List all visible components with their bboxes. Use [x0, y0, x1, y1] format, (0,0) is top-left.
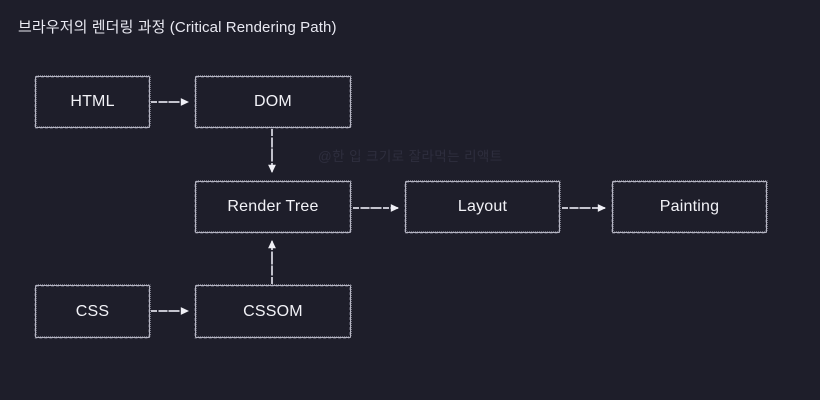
node-border — [35, 285, 150, 338]
node-border-sketch-c — [611, 182, 766, 234]
node-border — [195, 76, 351, 128]
node-dom[interactable]: DOM — [194, 75, 352, 129]
node-border-sketch-b — [36, 284, 151, 337]
node-border-sketch-c — [194, 77, 350, 129]
watermark-text: @한 입 크기로 잘라먹는 리액트 — [318, 149, 503, 164]
node-border-sketch-c — [34, 77, 149, 129]
node-css[interactable]: CSS — [34, 284, 151, 339]
node-border-sketch-b — [613, 180, 768, 232]
node-render-tree[interactable]: Render Tree — [194, 180, 352, 234]
node-html[interactable]: HTML — [34, 75, 151, 129]
node-border-sketch-b — [36, 75, 151, 127]
node-border — [405, 181, 560, 233]
node-border-sketch-b — [196, 180, 352, 232]
node-border-sketch-c — [194, 286, 350, 339]
node-border-sketch-c — [34, 286, 149, 339]
node-border-sketch-c — [404, 182, 559, 234]
page-title: 브라우저의 렌더링 과정 (Critical Rendering Path) — [18, 19, 337, 36]
node-border — [195, 285, 351, 338]
node-border-sketch-b — [196, 75, 352, 127]
node-border — [195, 181, 351, 233]
node-border-sketch-b — [406, 180, 561, 232]
node-border-sketch-c — [194, 182, 350, 234]
node-border-sketch-b — [196, 284, 352, 337]
node-border — [612, 181, 767, 233]
node-layout[interactable]: Layout — [404, 180, 561, 234]
node-painting[interactable]: Painting — [611, 180, 768, 234]
node-border — [35, 76, 150, 128]
node-cssom[interactable]: CSSOM — [194, 284, 352, 339]
